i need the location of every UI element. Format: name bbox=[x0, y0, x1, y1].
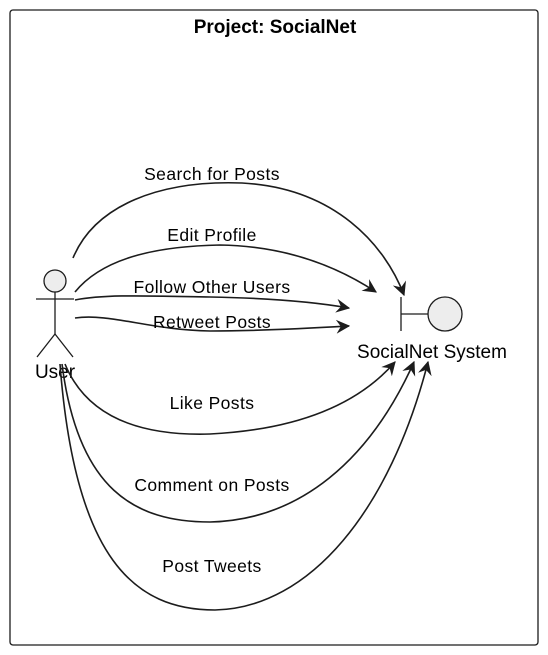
interaction-label: Search for Posts bbox=[144, 164, 280, 184]
interaction-edges bbox=[59, 181, 432, 611]
edge-comment-posts bbox=[61, 360, 416, 523]
interaction-label: Comment on Posts bbox=[134, 475, 289, 495]
interaction-labels: Search for Posts Edit Profile Follow Oth… bbox=[134, 164, 291, 576]
interaction-label: Like Posts bbox=[170, 393, 255, 413]
interaction-label: Retweet Posts bbox=[153, 312, 271, 332]
user-actor[interactable]: User bbox=[35, 269, 76, 383]
system-boundary[interactable]: SocialNet System bbox=[357, 296, 507, 363]
edge-edit-profile bbox=[74, 244, 377, 293]
edge-like-posts bbox=[64, 361, 396, 435]
project-frame bbox=[9, 9, 539, 646]
edge-follow-users bbox=[74, 295, 351, 313]
boundary-icon bbox=[400, 296, 463, 332]
edge-search-posts bbox=[72, 181, 406, 297]
interaction-label: Edit Profile bbox=[167, 225, 256, 245]
interaction-label: Follow Other Users bbox=[134, 277, 291, 297]
system-label: SocialNet System bbox=[357, 342, 507, 363]
frame-title: Project: SocialNet bbox=[194, 17, 357, 38]
edge-post-tweets bbox=[59, 360, 432, 611]
interaction-label: Post Tweets bbox=[162, 556, 261, 576]
stick-figure-icon bbox=[36, 269, 74, 358]
edge-retweet-posts bbox=[74, 316, 351, 334]
